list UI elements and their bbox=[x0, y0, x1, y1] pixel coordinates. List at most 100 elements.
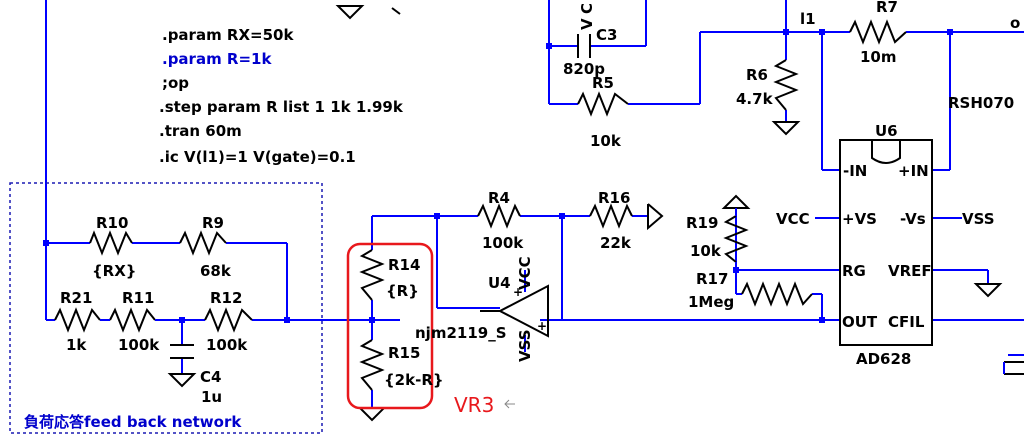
u4-name: U4 bbox=[488, 274, 511, 292]
r19-supply-icon bbox=[721, 194, 751, 209]
pin-rg: RG bbox=[842, 262, 866, 280]
annotations: 負荷応答feed back network VR3 bbox=[24, 393, 494, 431]
r17-name: R17 bbox=[696, 270, 728, 288]
capacitor-graphics bbox=[170, 34, 1024, 375]
u6-ic bbox=[839, 139, 933, 346]
ground-partial-top-icon bbox=[335, 5, 365, 20]
r21-value: 1k bbox=[66, 336, 87, 354]
net-rsh: RSH070 bbox=[948, 94, 1014, 112]
wires bbox=[45, 0, 1024, 408]
spice-param-rx: .param RX=50k bbox=[162, 26, 294, 44]
spice-op: ;op bbox=[162, 74, 189, 92]
ground-vref-icon bbox=[973, 283, 1003, 298]
r14-name: R14 bbox=[388, 256, 420, 274]
component-labels: R10 {RX} R9 68k R21 1k R11 100k R12 100k… bbox=[60, 0, 911, 406]
r6-symbol bbox=[773, 59, 799, 111]
r15-symbol bbox=[359, 339, 385, 391]
r10-symbol bbox=[89, 230, 133, 256]
r19-name: R19 bbox=[686, 214, 718, 232]
power-symbols bbox=[647, 194, 751, 231]
r4-symbol bbox=[477, 203, 521, 229]
feedback-network-box bbox=[9, 182, 323, 434]
pin-pos-vs: +VS bbox=[842, 210, 877, 228]
u4-opamp-symbol bbox=[497, 284, 549, 338]
u4-vss: VSS bbox=[516, 329, 534, 362]
r6-value: 4.7k bbox=[736, 90, 774, 108]
r16-symbol bbox=[589, 203, 633, 229]
ground-symbols bbox=[167, 5, 1003, 422]
u6-name: U6 bbox=[875, 122, 898, 140]
c3-value: 820p bbox=[563, 60, 605, 78]
r9-value: 68k bbox=[200, 262, 232, 280]
c4-name: C4 bbox=[200, 368, 221, 386]
ground-c4-icon bbox=[167, 373, 197, 388]
r14-symbol bbox=[359, 249, 385, 301]
net-partial-o: o bbox=[1010, 14, 1020, 32]
c4-value: 1u bbox=[201, 388, 222, 406]
r5-value: 10k bbox=[590, 132, 622, 150]
vr3-highlight-box bbox=[346, 242, 434, 410]
net-partial-v: V bbox=[578, 18, 596, 30]
r14-value: {R} bbox=[386, 282, 419, 300]
r17-symbol bbox=[741, 281, 813, 307]
r4-value: 100k bbox=[482, 234, 524, 252]
pin-vref: VREF bbox=[888, 262, 932, 280]
pin-out: OUT bbox=[842, 313, 878, 331]
r11-symbol bbox=[109, 307, 156, 333]
net-vss: VSS bbox=[962, 210, 995, 228]
r19-symbol bbox=[723, 215, 749, 263]
r21-symbol bbox=[54, 307, 101, 333]
vr3-pointer-icon bbox=[504, 399, 515, 409]
r15-name: R15 bbox=[388, 344, 420, 362]
r17-value: 1Meg bbox=[688, 293, 734, 311]
r12-value: 100k bbox=[206, 336, 248, 354]
r10-name: R10 bbox=[96, 214, 128, 232]
u6-body bbox=[839, 139, 933, 346]
r7-symbol bbox=[849, 19, 907, 45]
u4-model: njm2119_S bbox=[415, 324, 507, 342]
r7-name: R7 bbox=[876, 0, 898, 16]
r16-name: R16 bbox=[598, 189, 630, 207]
ground-vr3-icon bbox=[357, 407, 387, 422]
pin-neg-in: -IN bbox=[843, 162, 867, 180]
net-labels: l1 RSH070 VCC VSS o V C bbox=[578, 3, 1020, 228]
r15-value: {2k-R} bbox=[384, 371, 444, 389]
r5-symbol bbox=[577, 91, 629, 117]
u6-notch bbox=[871, 140, 901, 164]
r10-value: {RX} bbox=[92, 262, 136, 280]
r9-name: R9 bbox=[202, 214, 224, 232]
u6-model: AD628 bbox=[856, 350, 911, 368]
net-vcc: VCC bbox=[776, 210, 810, 228]
c3-name: C3 bbox=[596, 26, 617, 44]
pin-cfil: CFIL bbox=[888, 313, 925, 331]
spice-directives: .param RX=50k .param R=1k ;op .step para… bbox=[159, 26, 404, 166]
r12-symbol bbox=[204, 307, 253, 333]
u4-vcc: VCC bbox=[516, 256, 534, 290]
net-l1: l1 bbox=[800, 10, 816, 28]
u6-pin-labels: -IN +IN +VS -Vs RG VREF OUT CFIL bbox=[842, 162, 932, 331]
spice-param-r: .param R=1k bbox=[162, 50, 272, 68]
r4-name: R4 bbox=[488, 189, 510, 207]
r19-value: 10k bbox=[690, 242, 722, 260]
svg-text:+: + bbox=[537, 319, 547, 333]
spice-step: .step param R list 1 1k 1.99k bbox=[159, 98, 404, 116]
resistor-graphics bbox=[54, 19, 907, 391]
ground-r6-icon bbox=[771, 121, 801, 136]
r16-flag-icon bbox=[647, 203, 664, 231]
net-partial-c: C bbox=[578, 3, 596, 14]
r5-name: R5 bbox=[592, 74, 614, 92]
ground-partial-top-tick bbox=[391, 7, 401, 15]
r6-name: R6 bbox=[746, 66, 768, 84]
network-box-label: 負荷応答feed back network bbox=[24, 413, 242, 431]
r12-name: R12 bbox=[210, 289, 242, 307]
spice-tran: .tran 60m bbox=[159, 122, 242, 140]
r16-value: 22k bbox=[600, 234, 632, 252]
spice-ic: .ic V(l1)=1 V(gate)=0.1 bbox=[159, 148, 356, 166]
svg-text:+: + bbox=[513, 285, 523, 299]
u4-opamp: + + bbox=[480, 284, 549, 338]
r11-name: R11 bbox=[122, 289, 154, 307]
pin-pos-in: +IN bbox=[898, 162, 929, 180]
r11-value: 100k bbox=[118, 336, 160, 354]
r21-name: R21 bbox=[60, 289, 92, 307]
